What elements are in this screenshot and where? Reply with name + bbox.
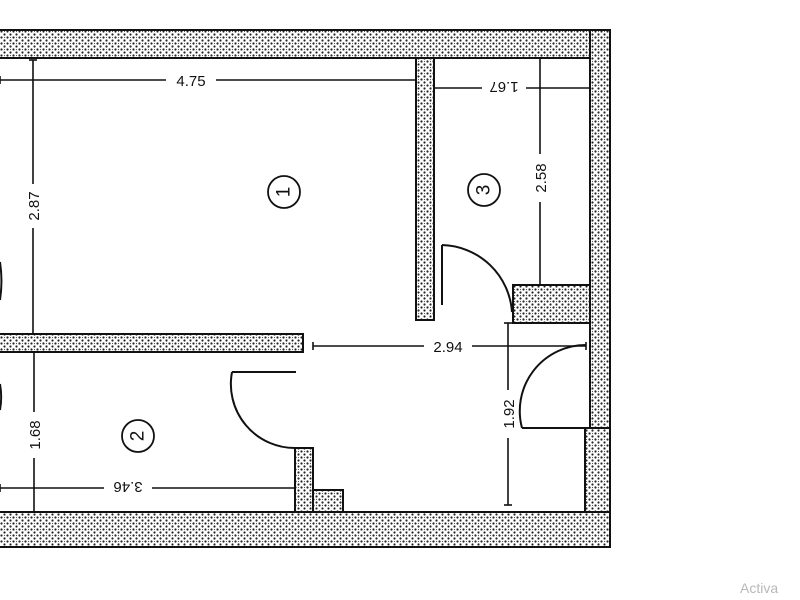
walls bbox=[0, 29, 611, 548]
wall-top bbox=[0, 29, 611, 59]
door-left-lower bbox=[0, 383, 3, 411]
activation-watermark: Activa bbox=[740, 580, 779, 596]
dim-hall-width: 2.94 bbox=[433, 339, 462, 356]
dim-room2-width: 3.46 bbox=[113, 478, 142, 495]
dim-room1-width: 4.75 bbox=[176, 73, 205, 90]
room1-circle bbox=[267, 175, 301, 209]
wall-room3-bottom bbox=[512, 284, 591, 324]
dim-room2-height: 1.68 bbox=[27, 420, 44, 449]
dim-room1-height: 2.87 bbox=[26, 191, 43, 220]
dim-room3-width: 1.67 bbox=[489, 78, 518, 95]
door-entrance bbox=[518, 343, 587, 429]
wall-entry-stub bbox=[584, 427, 611, 513]
dim-hall-height: 1.92 bbox=[501, 399, 518, 428]
door-room2 bbox=[229, 371, 297, 450]
room-labels: 1 3 2 bbox=[121, 173, 501, 453]
room3-label: 3 bbox=[474, 185, 495, 196]
room2-label: 2 bbox=[128, 431, 149, 442]
room1-label: 1 bbox=[274, 187, 295, 198]
wall-room3-left bbox=[415, 57, 435, 321]
room3-circle bbox=[467, 173, 501, 207]
dim-room3-height: 2.58 bbox=[533, 163, 550, 192]
room2-circle bbox=[121, 419, 155, 453]
door-room3 bbox=[441, 244, 513, 313]
dimension-labels: 4.75 2.87 1.67 2.58 2.94 1.92 3.46 1.68 bbox=[24, 70, 550, 498]
wall-bottom bbox=[0, 511, 611, 548]
wall-hall-block bbox=[312, 489, 344, 513]
wall-room2-right bbox=[294, 447, 314, 513]
wall-room1-room2 bbox=[0, 333, 304, 353]
room-floors bbox=[0, 59, 589, 511]
door-left-upper bbox=[0, 261, 3, 301]
